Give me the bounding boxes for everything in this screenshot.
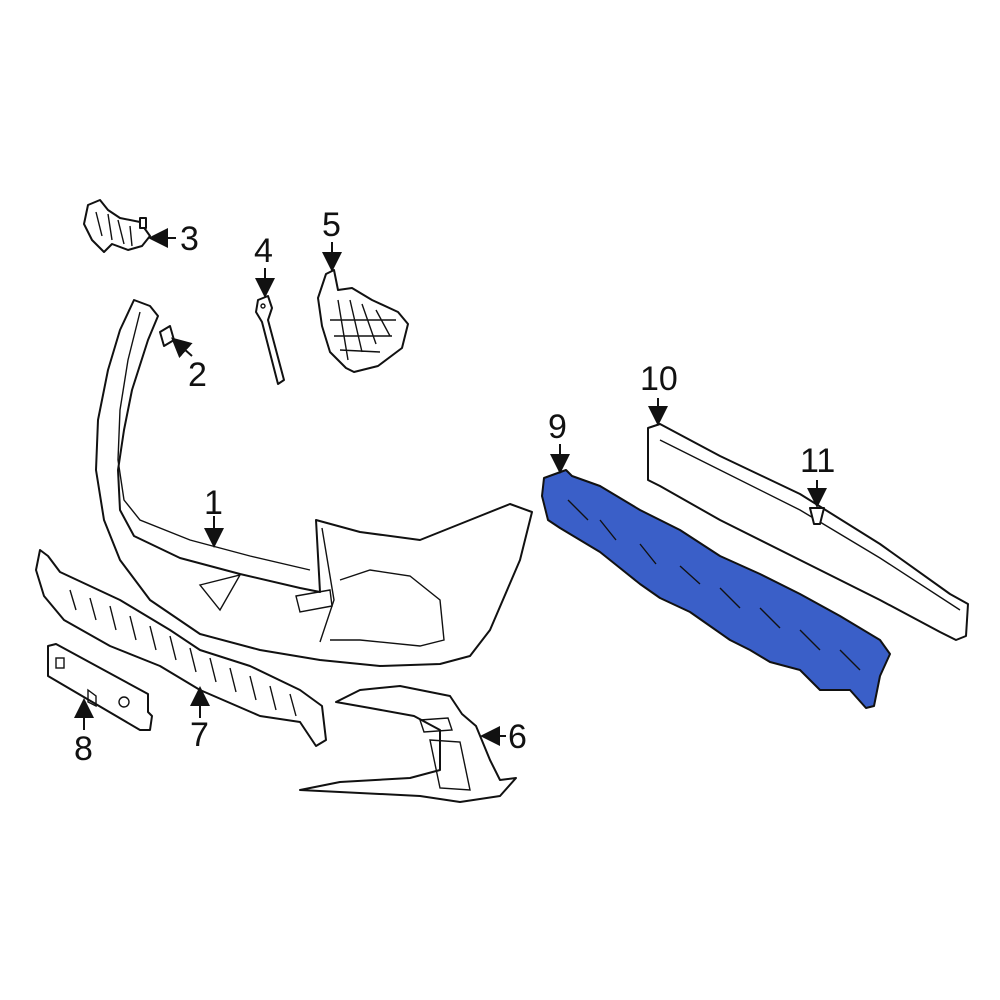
callout-label-5: 5 <box>322 206 341 244</box>
callout-label-1: 1 <box>204 484 223 522</box>
part-1-bumper-cover <box>95 299 533 667</box>
callout-label-8: 8 <box>74 730 93 768</box>
callout-label-4: 4 <box>254 232 273 270</box>
callout-label-10: 10 <box>640 360 678 398</box>
callout-label-9: 9 <box>548 408 567 446</box>
part-3-side-bracket <box>83 199 151 253</box>
part-9-energy-absorber[interactable] <box>541 469 891 709</box>
callout-label-7: 7 <box>190 716 209 754</box>
callout-label-6: 6 <box>508 718 527 756</box>
part-8-license-bracket <box>47 643 153 731</box>
callout-label-3: 3 <box>180 220 199 258</box>
part-2-clip <box>159 325 175 347</box>
part-6-fog-bezel <box>299 685 517 803</box>
part-11-push-pin <box>809 507 825 525</box>
callout-label-2: 2 <box>188 356 207 394</box>
part-5-retainer <box>317 269 409 373</box>
callout-label-11: 11 <box>800 442 836 480</box>
part-7-lower-reinforcement <box>35 549 327 747</box>
part-10-reinforcement-beam <box>647 423 969 641</box>
part-4-bracket <box>255 295 285 385</box>
